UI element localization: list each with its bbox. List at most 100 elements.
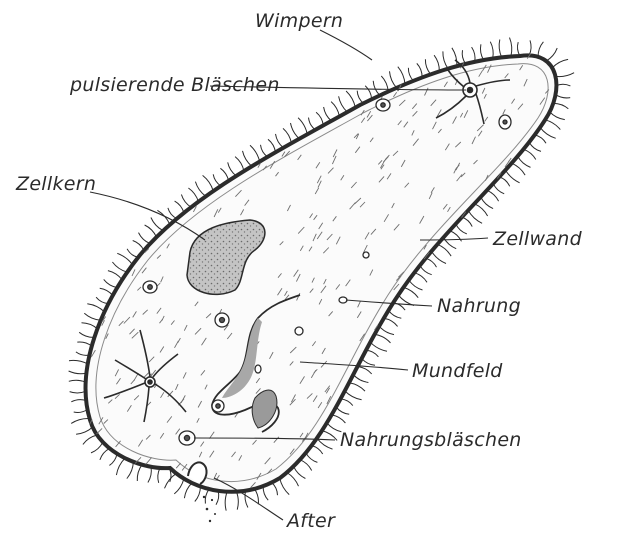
cilium — [553, 103, 568, 108]
cilium — [91, 442, 103, 453]
cilium — [300, 460, 312, 471]
cilium — [456, 224, 467, 234]
cilium — [108, 271, 122, 280]
cilium — [148, 467, 151, 483]
cilium — [556, 84, 570, 86]
cilium — [203, 175, 214, 191]
label-oral-groove: Mundfeld — [412, 360, 503, 382]
cilium — [437, 244, 451, 256]
cilium — [408, 68, 413, 81]
cilium — [236, 492, 238, 510]
cilium — [398, 67, 405, 85]
cilium — [529, 40, 531, 55]
cilium — [71, 400, 86, 402]
cilium — [168, 208, 177, 219]
cilium — [250, 145, 260, 161]
cilium — [546, 48, 557, 61]
cilium — [225, 492, 227, 511]
cilium — [357, 91, 363, 104]
cilium — [245, 491, 248, 508]
cilium — [404, 287, 419, 297]
cilium — [346, 91, 355, 108]
label-cilia: Wimpern — [255, 10, 343, 32]
cilium — [174, 479, 184, 494]
cilium — [316, 112, 323, 125]
cilium — [499, 177, 509, 186]
cilium — [358, 367, 372, 374]
cilium — [331, 102, 339, 117]
cilium — [336, 407, 349, 414]
cilium — [213, 174, 221, 186]
cilium — [261, 145, 268, 157]
cilium — [100, 448, 110, 460]
cilium — [312, 446, 323, 454]
cilium — [389, 310, 402, 318]
cilium — [490, 42, 493, 59]
cilium — [298, 118, 307, 135]
cilium — [283, 128, 291, 143]
cilium — [175, 201, 184, 213]
cilium — [100, 288, 113, 295]
cilium — [480, 44, 483, 60]
cilium — [116, 458, 125, 475]
cilium — [76, 352, 90, 355]
cilium — [287, 473, 299, 487]
cilium — [181, 195, 191, 208]
cilium — [87, 304, 104, 312]
cilium — [139, 233, 151, 244]
cilium — [84, 313, 101, 320]
cilium — [443, 51, 448, 68]
cilium — [117, 253, 132, 264]
cilium — [332, 415, 346, 423]
label-nucleus: Zellkern — [15, 173, 96, 195]
cilium — [512, 163, 525, 175]
cilium — [349, 383, 365, 391]
cilium — [322, 431, 337, 441]
cilium — [425, 59, 430, 74]
cilium — [272, 483, 278, 496]
cilium — [216, 491, 219, 505]
cilium — [195, 182, 205, 197]
cilium — [345, 391, 362, 400]
cilium — [517, 42, 520, 56]
cilium — [158, 468, 160, 483]
cilium — [324, 107, 332, 121]
cilium — [96, 297, 108, 303]
cilium — [420, 265, 432, 274]
cilium — [472, 47, 475, 62]
cilium — [79, 332, 94, 337]
cilium — [69, 360, 88, 364]
cilium — [556, 95, 571, 98]
cilium — [370, 342, 387, 351]
cilium — [228, 162, 237, 176]
cilium — [69, 380, 86, 382]
cilium — [71, 418, 89, 423]
cilium — [535, 135, 546, 143]
cilium — [306, 453, 318, 463]
cilium — [83, 435, 97, 444]
label-contractile-vacuole: pulsierende Bläschen — [69, 74, 280, 96]
cilium — [506, 170, 520, 183]
cilium — [137, 465, 142, 481]
cilium — [74, 410, 88, 413]
cilium — [518, 156, 531, 167]
cilium — [280, 478, 290, 494]
cilium — [384, 318, 398, 326]
cilium — [462, 50, 465, 64]
cilium — [524, 149, 536, 159]
cilium — [365, 86, 372, 100]
cilium — [417, 63, 422, 77]
cilium — [341, 399, 353, 406]
cilium — [127, 249, 138, 258]
cilium — [468, 210, 482, 223]
cilium — [538, 42, 543, 57]
cilium — [529, 142, 541, 151]
cilium — [195, 487, 201, 502]
cilium — [379, 326, 394, 334]
cilium — [77, 342, 92, 346]
cilium — [291, 123, 300, 139]
cilium — [373, 81, 380, 96]
cilium — [69, 371, 87, 374]
cilium — [550, 112, 565, 120]
cilium — [552, 59, 568, 68]
